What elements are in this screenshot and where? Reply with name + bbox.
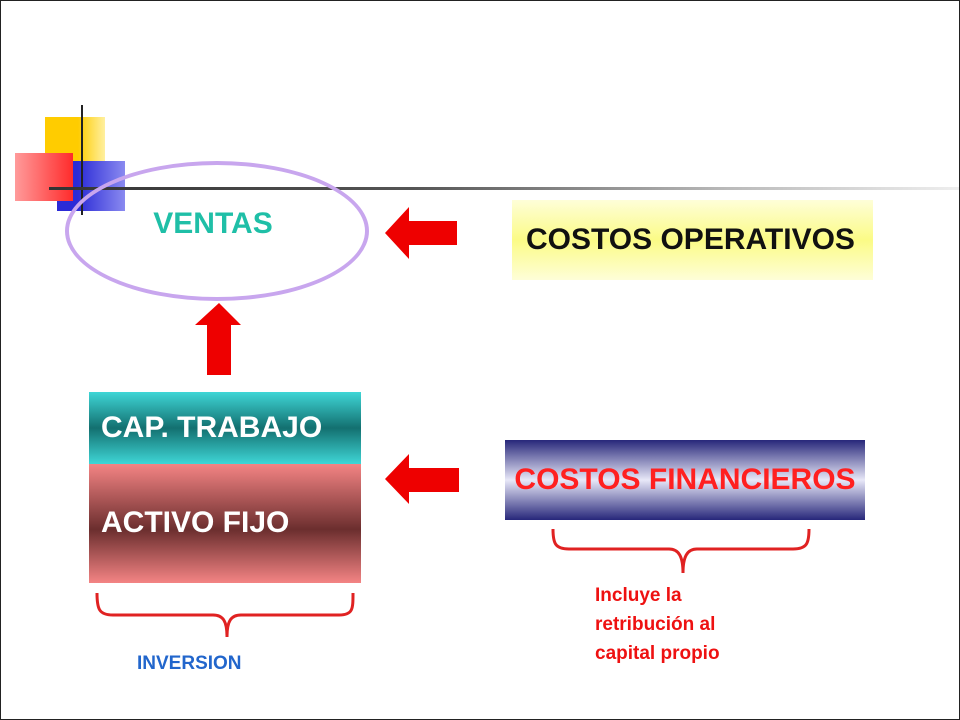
arrow-left-icon — [385, 454, 459, 504]
ventas-label: VENTAS — [153, 207, 273, 240]
cap-trabajo-box: CAP. TRABAJO — [89, 392, 361, 464]
costos-operativos-label: COSTOS OPERATIVOS — [526, 223, 855, 256]
financieros-note-line: retribución al — [595, 614, 716, 635]
financieros-note-line: Incluye la — [595, 585, 682, 606]
decor-horizontal-rule — [49, 187, 959, 190]
arrow-up-icon — [195, 303, 241, 375]
activo-fijo-box: ACTIVO FIJO — [89, 464, 361, 583]
decor-vertical-line — [81, 105, 83, 215]
activo-fijo-label: ACTIVO FIJO — [101, 505, 290, 539]
inversion-label: INVERSION — [137, 653, 242, 674]
cap-trabajo-label: CAP. TRABAJO — [101, 411, 323, 444]
ventas-oval — [65, 161, 369, 301]
costos-financieros-label: COSTOS FINANCIEROS — [514, 463, 856, 496]
financieros-brace-icon — [551, 528, 811, 574]
costos-operativos-box: COSTOS OPERATIVOS — [512, 200, 873, 280]
inversion-brace-icon — [95, 592, 355, 638]
arrow-left-icon — [385, 207, 457, 259]
decor-red-square — [15, 153, 73, 201]
financieros-note-line: capital propio — [595, 643, 720, 664]
financieros-note: Incluye la retribución al capital propio — [595, 581, 795, 668]
costos-financieros-box: COSTOS FINANCIEROS — [505, 440, 865, 520]
